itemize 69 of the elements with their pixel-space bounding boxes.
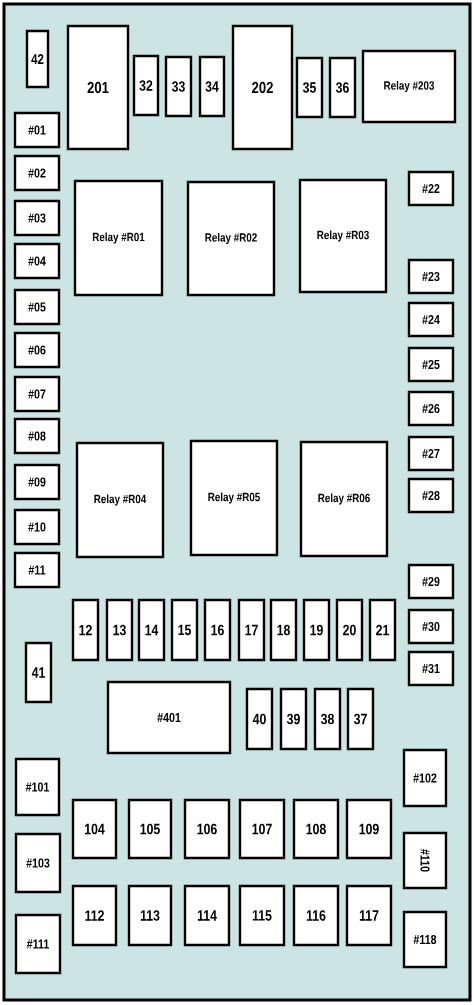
- fuse: 104: [71, 798, 118, 860]
- fuse: 39: [279, 687, 308, 751]
- fuse: #28: [407, 477, 455, 514]
- fuse: 21: [368, 598, 397, 662]
- fuse: #103: [14, 832, 62, 894]
- fuse: #07: [13, 375, 61, 413]
- relay: #401: [106, 680, 232, 755]
- fuse: #31: [407, 650, 455, 687]
- relay: Relay #R06: [299, 440, 389, 558]
- fuse: #101: [14, 757, 61, 817]
- fuse: #01: [13, 111, 61, 149]
- fuse: 109: [345, 798, 393, 860]
- fuse: #111: [14, 913, 62, 975]
- fuse: 113: [127, 884, 173, 947]
- relay: Relay #R02: [186, 180, 276, 297]
- fuse: 18: [269, 598, 298, 662]
- fuse: 117: [345, 884, 393, 947]
- fuse: #27: [407, 435, 455, 472]
- fuse: #118: [402, 910, 448, 969]
- fuse: 33: [164, 55, 193, 118]
- fuse: 15: [170, 598, 199, 662]
- fuse: #03: [13, 199, 61, 237]
- fuse: 108: [292, 798, 340, 860]
- fuse: #06: [13, 331, 61, 369]
- fuse: 112: [71, 884, 118, 947]
- fuse: 32: [132, 54, 160, 117]
- relay: 201: [66, 24, 130, 151]
- fuse: #29: [407, 563, 455, 600]
- fuse: 115: [238, 884, 286, 947]
- fuse: #25: [407, 346, 455, 383]
- fuse: #22: [407, 170, 455, 207]
- fuse: 36: [328, 56, 357, 119]
- fuse: 13: [105, 598, 134, 662]
- relay: Relay #R05: [189, 439, 279, 557]
- fuse: 19: [302, 598, 331, 662]
- fuse: #11: [13, 551, 61, 589]
- fuse: 107: [238, 798, 286, 860]
- fuse: 42: [25, 29, 50, 89]
- fuse: 40: [245, 687, 274, 751]
- fuse: 34: [198, 55, 226, 118]
- relay: Relay #R04: [75, 441, 165, 559]
- fuse: #05: [13, 288, 61, 326]
- relay: Relay #203: [361, 49, 457, 124]
- fuse: #30: [407, 608, 455, 645]
- fuse: #26: [407, 390, 455, 427]
- fuse: 35: [295, 56, 324, 119]
- fuse: 106: [183, 798, 231, 860]
- fuse: 37: [346, 687, 375, 751]
- fuse: #102: [402, 748, 448, 808]
- relay: Relay #R03: [298, 178, 388, 294]
- fuse: 14: [137, 598, 166, 662]
- fuse: 116: [292, 884, 340, 947]
- fuse: 105: [127, 798, 173, 860]
- fuse: #110: [402, 831, 448, 890]
- fuse: 41: [24, 641, 53, 704]
- fuse: 16: [203, 598, 232, 662]
- fuse: #02: [13, 154, 61, 192]
- fuse: #23: [407, 258, 455, 295]
- fuse: #08: [13, 417, 61, 455]
- fuse: #09: [13, 463, 61, 501]
- fuse: 12: [71, 598, 100, 662]
- fuse: #10: [13, 508, 61, 546]
- fuse: 17: [237, 598, 266, 662]
- fuse: 114: [183, 884, 231, 947]
- relay: Relay #R01: [73, 179, 164, 297]
- fuse: #04: [13, 242, 61, 280]
- fuse: 20: [335, 598, 364, 662]
- fuse: #24: [407, 301, 455, 338]
- fuse: 38: [313, 687, 342, 751]
